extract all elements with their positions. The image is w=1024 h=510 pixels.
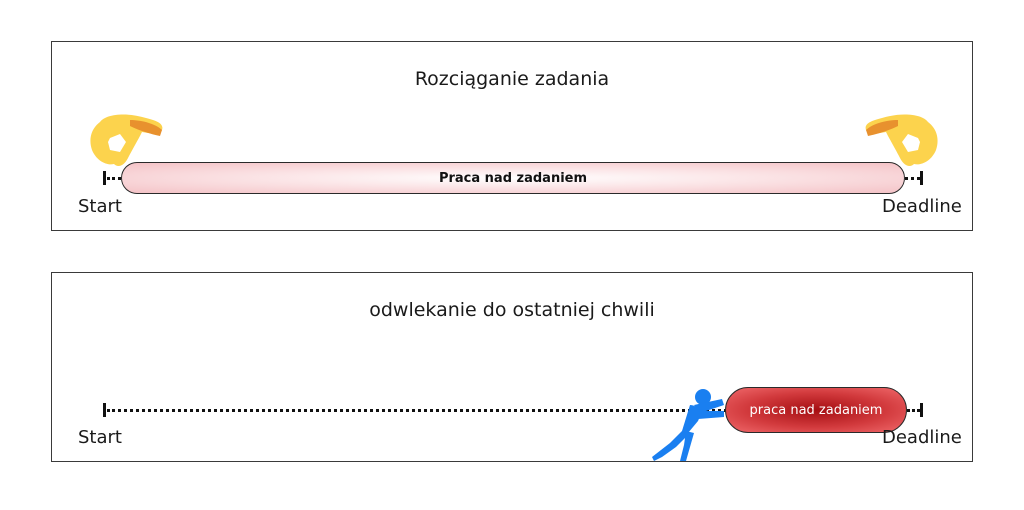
task-bar-label: Praca nad zadaniem — [438, 170, 588, 186]
task-bar: praca nad zadaniem — [725, 387, 907, 433]
panel-title: odwlekanie do ostatniej chwili — [369, 299, 655, 321]
panel-task-stretching: Rozciąganie zadania Praca nad zadaniem S… — [51, 41, 973, 231]
pushing-person-icon — [652, 389, 724, 461]
pinching-hand-icon — [865, 114, 938, 166]
panel-title: Rozciąganie zadania — [414, 68, 610, 90]
timeline-dotted-line — [107, 177, 121, 180]
task-bar: Praca nad zadaniem — [121, 162, 905, 194]
task-bar-label: praca nad zadaniem — [749, 402, 883, 418]
timeline-dotted-line — [907, 409, 920, 412]
timeline-dotted-line — [905, 177, 920, 180]
start-label: Start — [78, 427, 122, 448]
timeline-dotted-line — [107, 409, 727, 412]
deadline-label: Deadline — [882, 196, 962, 217]
start-tick — [103, 171, 106, 185]
deadline-label: Deadline — [882, 427, 962, 448]
panel-procrastination: odwlekanie do ostatniej chwili praca nad… — [51, 272, 973, 462]
deadline-tick — [920, 403, 923, 417]
start-label: Start — [78, 196, 122, 217]
pinching-hand-icon — [90, 114, 163, 166]
deadline-tick — [920, 171, 923, 185]
start-tick — [103, 403, 106, 417]
